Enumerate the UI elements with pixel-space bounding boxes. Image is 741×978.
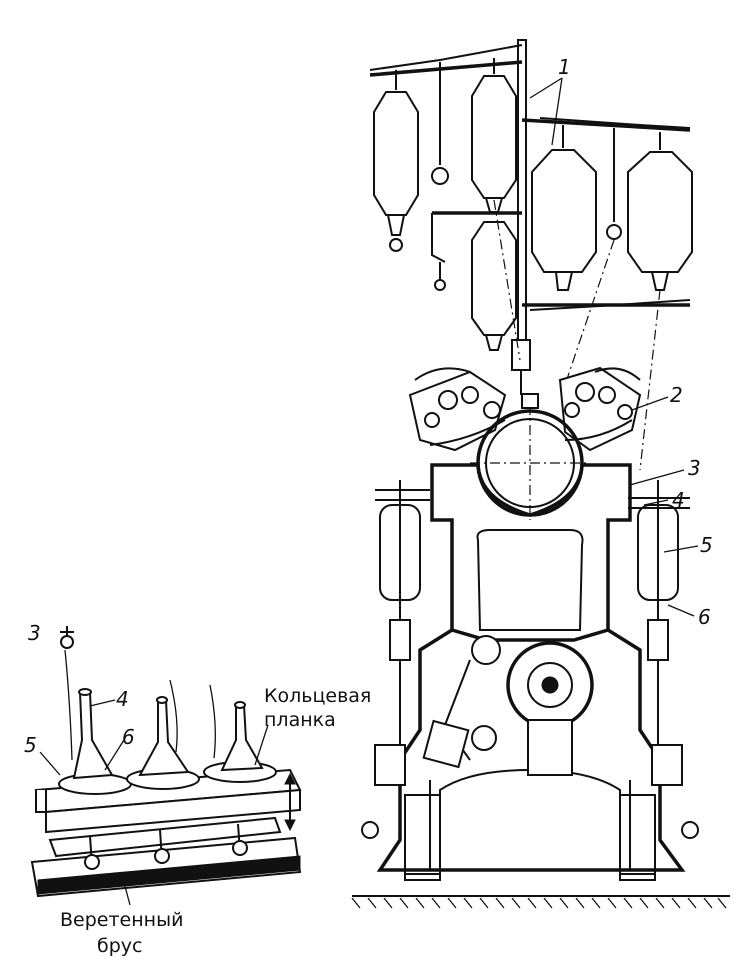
drive-unit: [422, 635, 594, 776]
main-frame: [376, 463, 686, 872]
spindle-section-left: [361, 480, 430, 839]
label-2: 2: [670, 383, 683, 407]
label-3: 3: [688, 456, 701, 480]
drafting-system-right: [558, 366, 642, 452]
ring-rail-detail: [30, 626, 302, 906]
machine-feet: [404, 794, 656, 881]
bobbin-upper-center: [471, 58, 517, 213]
label-1: 1: [558, 55, 571, 79]
detail-label-4: 4: [116, 687, 129, 711]
detail-label-6: 6: [122, 725, 135, 749]
creel-arms: [369, 44, 691, 311]
label-4: 4: [672, 488, 685, 512]
spindle-section-right: [628, 480, 699, 839]
spindle-3: [203, 701, 277, 783]
ring-rail-caption-line2: планка: [264, 709, 336, 731]
creel-post: [511, 39, 531, 395]
bobbin-middle-center: [471, 221, 517, 351]
roving-paths: [493, 199, 661, 471]
machine-cross-section: [351, 39, 730, 909]
yarn-guide: [60, 626, 74, 761]
label-6: 6: [698, 605, 711, 629]
bobbin-upper-left: [373, 70, 419, 252]
spindle-2: [126, 696, 200, 790]
leader-lines: [529, 77, 699, 617]
detail-labels: 3 4 5 6 Кольцевая планка Веретенный брус: [24, 621, 371, 957]
detail-label-3: 3: [28, 621, 41, 645]
label-5: 5: [700, 533, 713, 557]
bobbin-right-outer: [627, 132, 693, 291]
spindle-rail: [30, 816, 302, 898]
main-labels: 1 2 3 4 5 6: [558, 55, 713, 629]
floor: [351, 895, 730, 909]
ring-rail-caption-line1: Кольцевая: [264, 685, 371, 707]
spindle-rail-caption-line1: Веретенный: [60, 909, 183, 931]
drafting-system-left: [408, 367, 507, 452]
spindle-rail-caption-line2: брус: [97, 935, 142, 957]
detail-label-5: 5: [24, 733, 37, 757]
guide-eyes: [431, 62, 622, 291]
traverse-arrow: [284, 772, 296, 832]
bobbin-right-inner: [531, 125, 597, 291]
roving-bobbins: [373, 58, 693, 351]
